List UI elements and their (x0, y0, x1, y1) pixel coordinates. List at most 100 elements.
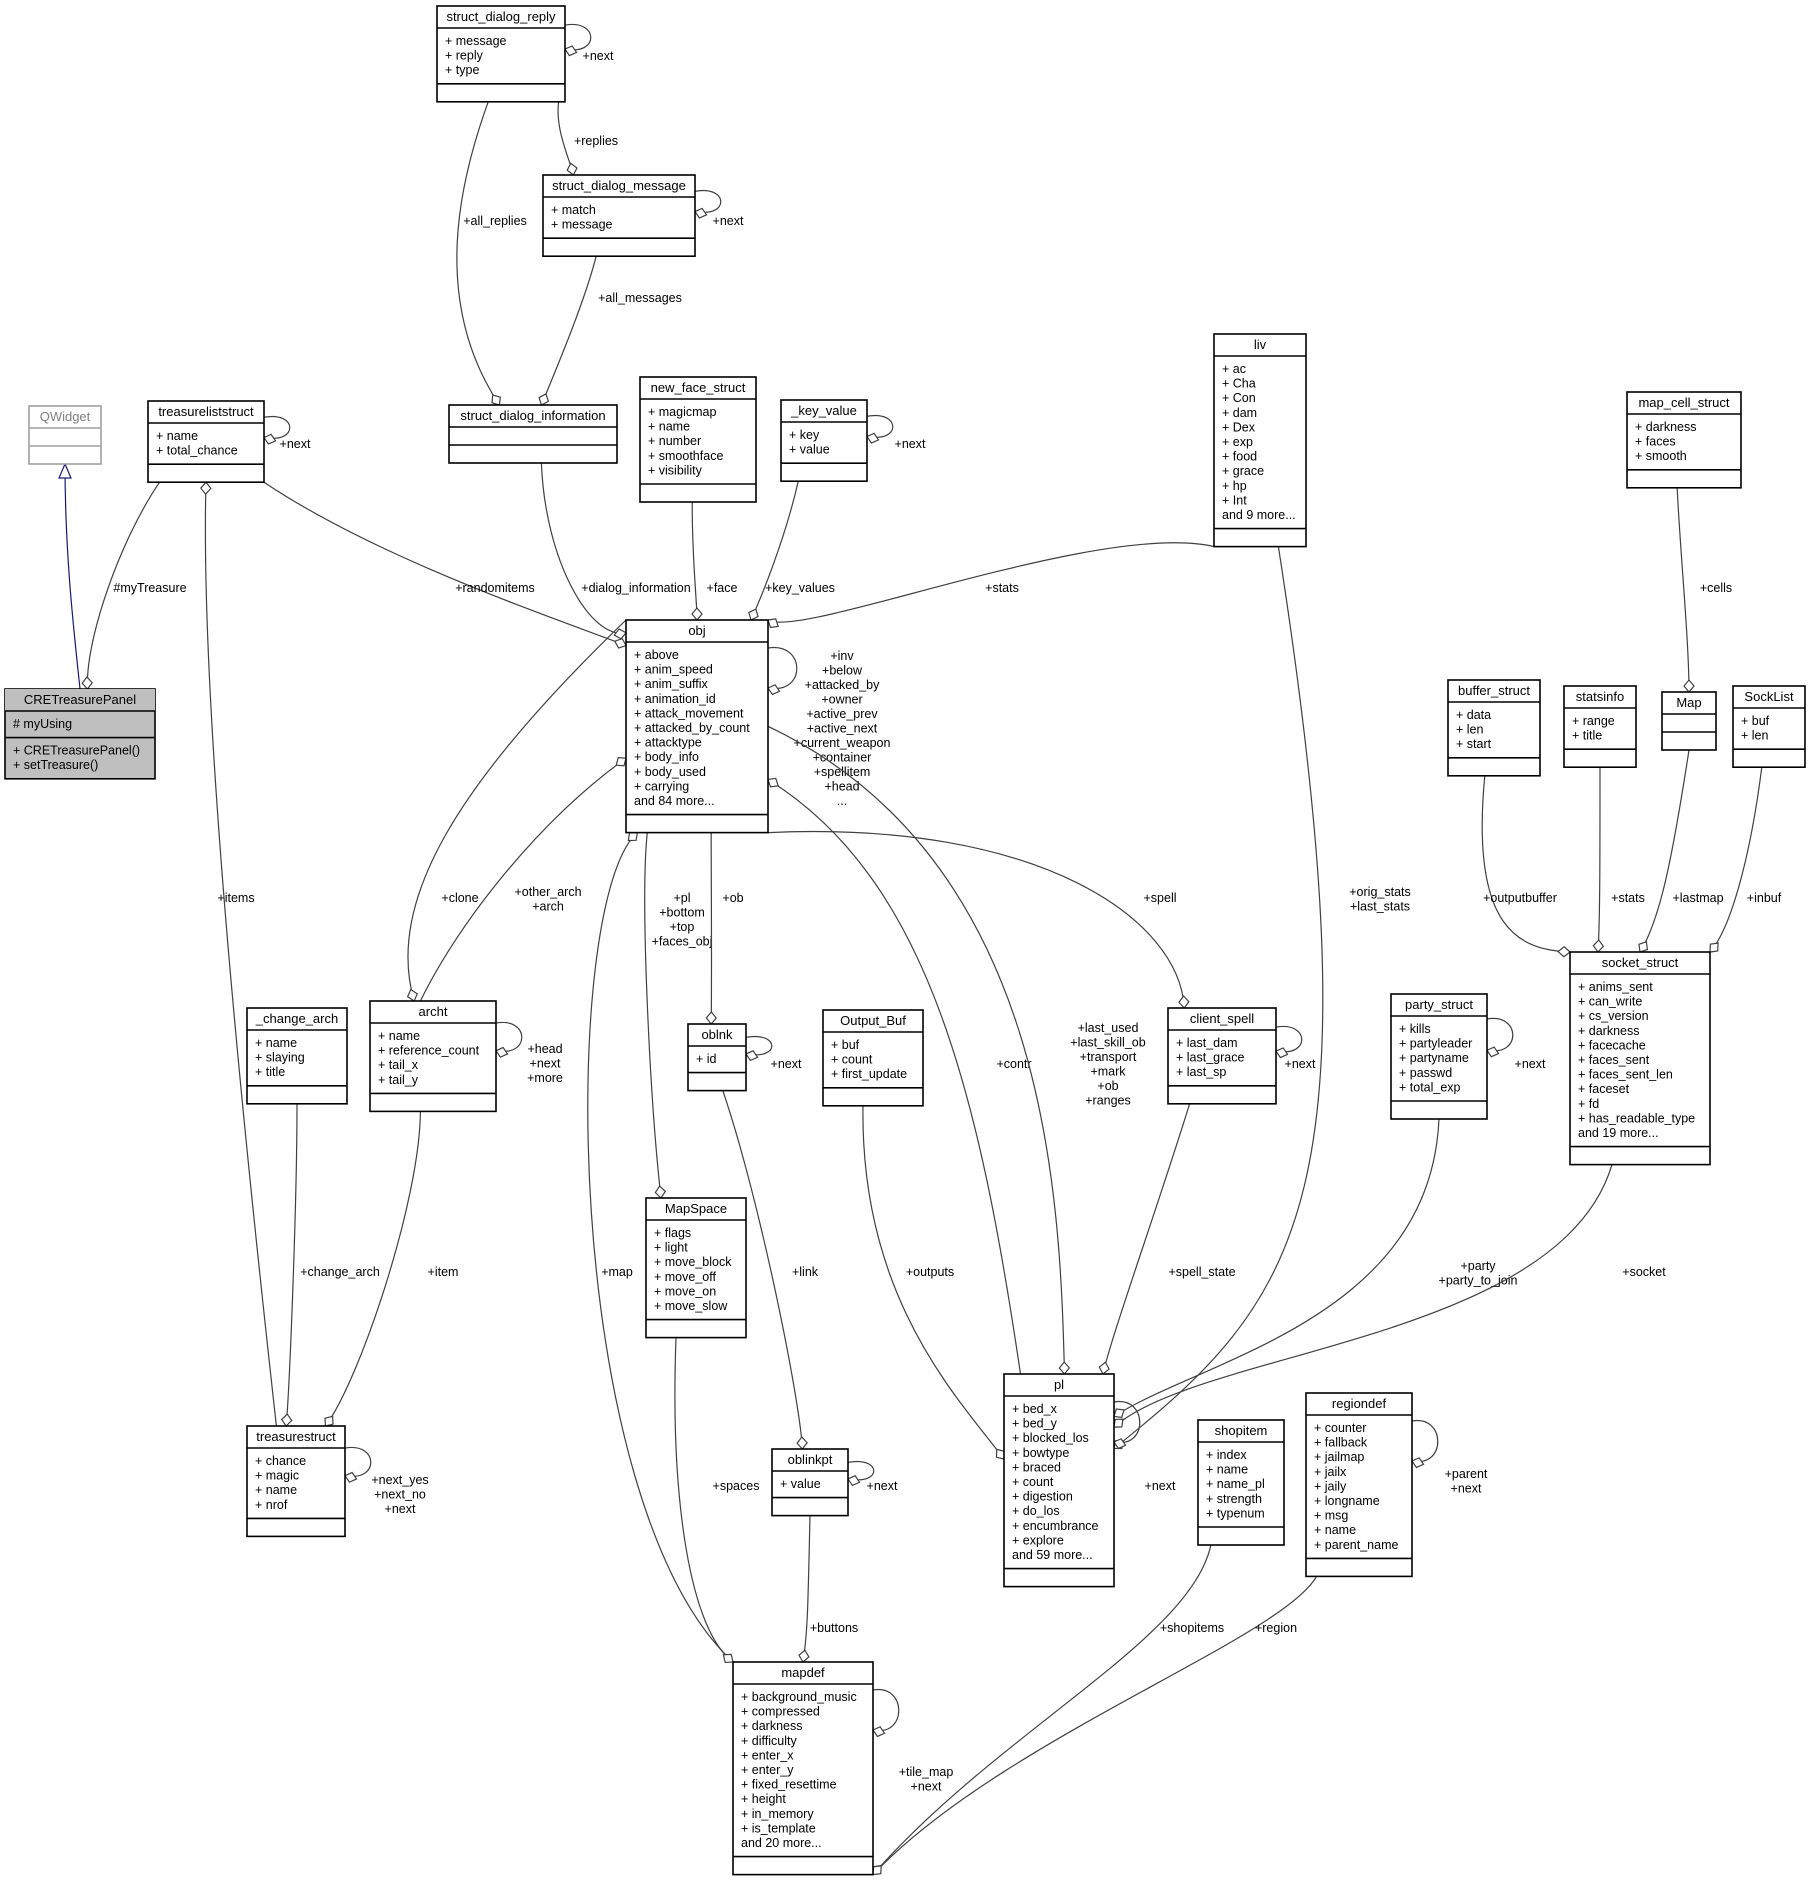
edge-label: +items (217, 891, 254, 905)
class-box-oblnk[interactable]: oblnk+ id (687, 1023, 747, 1092)
class-member: + count (831, 1053, 873, 1067)
edge-label: +next (713, 214, 744, 228)
edge-label: +top (670, 920, 695, 934)
edge-label: +socket (1622, 1265, 1666, 1279)
edge-label: +contr (996, 1057, 1031, 1071)
class-title: treasureliststruct (158, 404, 254, 419)
edge-region: +region (872, 1576, 1318, 1876)
class-box-statsinfo[interactable]: statsinfo+ range+ title (1563, 685, 1637, 768)
class-box-obj[interactable]: obj+ above+ anim_speed+ anim_suffix+ ani… (625, 619, 769, 834)
class-member: + value (789, 443, 830, 457)
class-box-new_face_struct[interactable]: new_face_struct+ magicmap+ name+ number+… (639, 376, 757, 503)
edge-pl-next: +next (1113, 1401, 1176, 1493)
edge-label: +next (911, 1780, 942, 1794)
class-box-mapdef[interactable]: mapdef+ background_music+ compressed+ da… (732, 1661, 874, 1876)
edge-label: #myTreasure (113, 581, 186, 595)
edge-label: +last_stats (1350, 900, 1410, 914)
class-title: mapdef (781, 1665, 825, 1680)
edge-oblnk-next: +next (745, 1035, 802, 1071)
class-box-treasureliststruct[interactable]: treasureliststruct+ name+ total_chance (147, 400, 265, 483)
edge-buttons: +buttons (798, 1515, 858, 1663)
class-box-struct_dialog_message[interactable]: struct_dialog_message+ match+ message (542, 174, 696, 257)
edge-label: +clone (441, 891, 478, 905)
edge-label: +arch (532, 900, 564, 914)
class-title: obj (688, 623, 705, 638)
class-box-cretreasurepanel[interactable]: CRETreasurePanel# myUsing+ CRETreasurePa… (4, 688, 156, 780)
class-member: + typenum (1206, 1506, 1265, 1520)
class-member: + number (648, 434, 701, 448)
class-box-socket_struct[interactable]: socket_struct+ anims_sent+ can_write+ cs… (1569, 951, 1711, 1166)
class-member: + bed_y (1012, 1417, 1058, 1431)
class-box-liv[interactable]: liv+ ac+ Cha+ Con+ dam+ Dex+ exp+ food+ … (1213, 333, 1307, 548)
edge-faces-obj: +pl+bottom+top+faces_obj (644, 832, 712, 1199)
class-member: + name (1206, 1463, 1248, 1477)
class-member: and 20 more... (741, 1836, 822, 1850)
class-title: regiondef (1332, 1396, 1387, 1411)
class-member: + value (780, 1477, 821, 1491)
class-box-struct_dialog_information[interactable]: struct_dialog_information (448, 404, 618, 464)
class-member: + name (378, 1029, 420, 1043)
class-title: socket_struct (1602, 955, 1679, 970)
class-box-key_value[interactable]: _key_value+ key+ value (780, 399, 868, 482)
class-member: and 19 more... (1578, 1126, 1659, 1140)
edge-label: +outputs (906, 1265, 954, 1279)
edge-label: +other_arch (514, 885, 581, 899)
class-box-mapspace[interactable]: MapSpace+ flags+ light+ move_block+ move… (645, 1197, 747, 1339)
class-box-map_cell_struct[interactable]: map_cell_struct+ darkness+ faces+ smooth (1626, 391, 1742, 489)
edge-replies: +replies (557, 101, 618, 176)
class-title: party_struct (1405, 997, 1473, 1012)
edge-label: +below (822, 664, 863, 678)
class-title: Map (1676, 695, 1701, 710)
class-title: new_face_struct (651, 380, 746, 395)
class-box-change_arch[interactable]: _change_arch+ name+ slaying+ title (246, 1007, 348, 1105)
edge-label: +transport (1080, 1050, 1137, 1064)
class-box-oblinkpt[interactable]: oblinkpt+ value (771, 1448, 849, 1517)
class-box-struct_dialog_reply[interactable]: struct_dialog_reply+ message+ reply+ typ… (436, 5, 566, 103)
edge-label: +ob (1097, 1079, 1118, 1093)
class-box-party_struct[interactable]: party_struct+ kills+ partyleader+ partyn… (1390, 993, 1488, 1120)
edge-shopitems: +shopitems (872, 1544, 1224, 1876)
edge-label: +active_prev (806, 707, 878, 721)
edge-items: +items (200, 481, 277, 1427)
edge-change-arch: +change_arch (280, 1103, 380, 1427)
class-member: + faceset (1578, 1082, 1630, 1096)
edge-clone: +clone (406, 619, 627, 1002)
class-box-socklist[interactable]: SockList+ buf+ len (1732, 685, 1806, 768)
edge-label: +next (530, 1057, 561, 1071)
class-member: + above (634, 648, 679, 662)
class-member: + name (156, 429, 198, 443)
class-member: + flags (654, 1226, 691, 1240)
class-box-regiondef[interactable]: regiondef+ counter+ fallback+ jailmap+ j… (1305, 1392, 1413, 1578)
class-member: + Int (1222, 493, 1247, 507)
class-box-treasurestruct[interactable]: treasurestruct+ chance+ magic+ name+ nro… (246, 1425, 346, 1538)
class-member: + count (1012, 1475, 1054, 1489)
edge-all-replies: +all_replies (456, 101, 527, 406)
edge-label: +inbuf (1747, 891, 1782, 905)
class-title: struct_dialog_information (460, 408, 605, 423)
class-box-client_spell[interactable]: client_spell+ last_dam+ last_grace+ last… (1167, 1007, 1277, 1105)
class-box-pl[interactable]: pl+ bed_x+ bed_y+ blocked_los+ bowtype+ … (1003, 1373, 1115, 1588)
class-box-buffer_struct[interactable]: buffer_struct+ data+ len+ start (1447, 679, 1541, 777)
class-member: + smooth (1635, 449, 1687, 463)
edge-label: +item (428, 1265, 459, 1279)
class-box-qwidget[interactable]: QWidget (28, 405, 102, 465)
edge-label: +bottom (659, 906, 705, 920)
edge-label: +next (895, 437, 926, 451)
class-member: + title (1572, 729, 1602, 743)
edge-label: +spellitem (814, 765, 871, 779)
class-box-output_buf[interactable]: Output_Buf+ buf+ count+ first_update (822, 1009, 924, 1107)
class-member: + Con (1222, 391, 1256, 405)
class-box-archt[interactable]: archt+ name+ reference_count+ tail_x+ ta… (369, 1000, 497, 1113)
edge-obj-self: +inv+below+attacked_by+owner+active_prev… (767, 647, 891, 808)
class-member: + buf (831, 1038, 860, 1052)
class-title: client_spell (1190, 1011, 1254, 1026)
class-box-map[interactable]: Map (1661, 691, 1717, 751)
class-member: + buf (1741, 714, 1770, 728)
edge-map: +map (587, 831, 734, 1663)
class-member: + last_dam (1176, 1036, 1238, 1050)
class-member: + dam (1222, 406, 1257, 420)
class-member: + move_on (654, 1284, 716, 1298)
edge-label: +next (771, 1057, 802, 1071)
edge-label: +parent (1445, 1467, 1488, 1481)
class-box-shopitem[interactable]: shopitem+ index+ name+ name_pl+ strength… (1197, 1419, 1285, 1546)
